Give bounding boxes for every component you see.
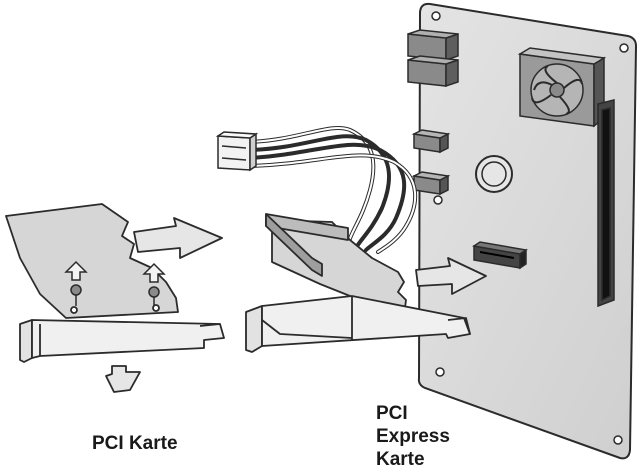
pci-bracket (19, 319, 225, 363)
pcie-label-line: PCI (376, 403, 408, 424)
pci-card (5, 203, 179, 319)
mounting-hole (435, 367, 445, 377)
molex-connector (215, 131, 259, 172)
pcie-card (245, 213, 471, 353)
up-arrow-icon (64, 260, 166, 283)
io-ports (407, 29, 459, 88)
ram-slot (597, 99, 615, 308)
right-arrow-icon (133, 217, 223, 259)
power-cable (248, 125, 418, 254)
down-arrow-icon (105, 365, 141, 393)
mounting-hole (431, 11, 441, 21)
battery-icon (475, 155, 513, 193)
pcie-label-line: Karte (376, 449, 425, 470)
mounting-hole (619, 43, 629, 53)
pcie-label-line: Express (376, 426, 450, 447)
mounting-hole (433, 195, 443, 205)
pci-card-label: PCI Karte (92, 433, 178, 454)
mounting-hole (613, 435, 623, 445)
pcie-slot (472, 241, 528, 270)
pcie-card-label: PCI Express Karte (376, 402, 450, 471)
cpu-fan-icon (517, 47, 607, 128)
screw-icon (70, 284, 160, 306)
right-arrow-icon (415, 257, 487, 295)
